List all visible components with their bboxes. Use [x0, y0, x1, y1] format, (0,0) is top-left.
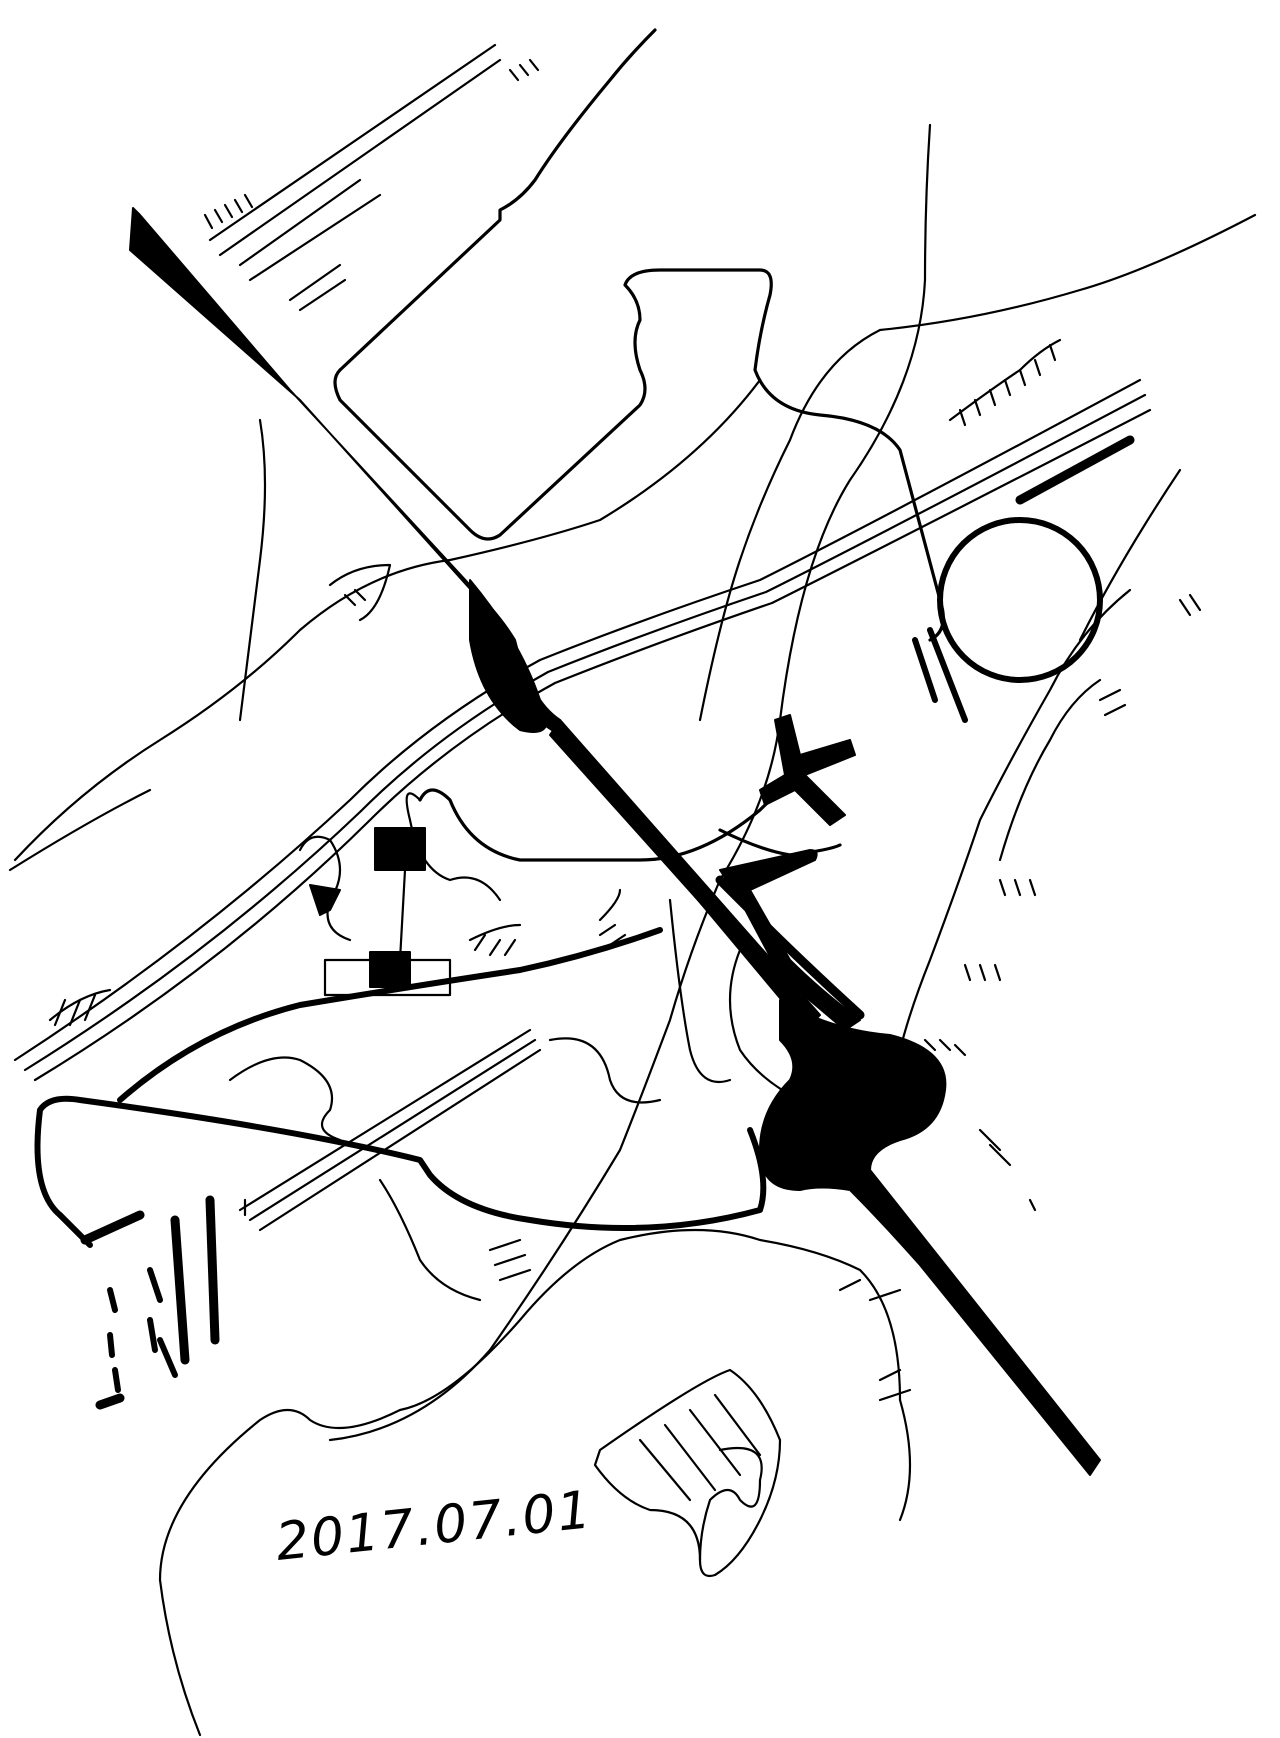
secondary-roads	[34, 849, 865, 1248]
interchange-blob	[718, 828, 1101, 1476]
circle-spur-2	[912, 637, 938, 703]
lower-center-curves	[228, 898, 802, 1302]
lower-left-marks	[80, 1195, 220, 1410]
upper-zigzag-road	[333, 28, 945, 642]
bar-near-circle	[1015, 435, 1135, 505]
left-buildings	[309, 827, 452, 997]
rail-spur	[238, 1028, 542, 1232]
right-contours	[898, 468, 1182, 1052]
vertical-contours	[238, 123, 1257, 1442]
inner-winding-roads	[8, 378, 832, 942]
date-label: 2017.07.01	[273, 1480, 595, 1573]
circle-feature	[937, 517, 1103, 683]
hatch-groups	[48, 43, 1202, 1402]
lower-island	[158, 1228, 912, 1737]
circle-spur	[927, 627, 968, 723]
trapezoid-building	[593, 1368, 782, 1578]
railway-lines	[13, 378, 1152, 1082]
